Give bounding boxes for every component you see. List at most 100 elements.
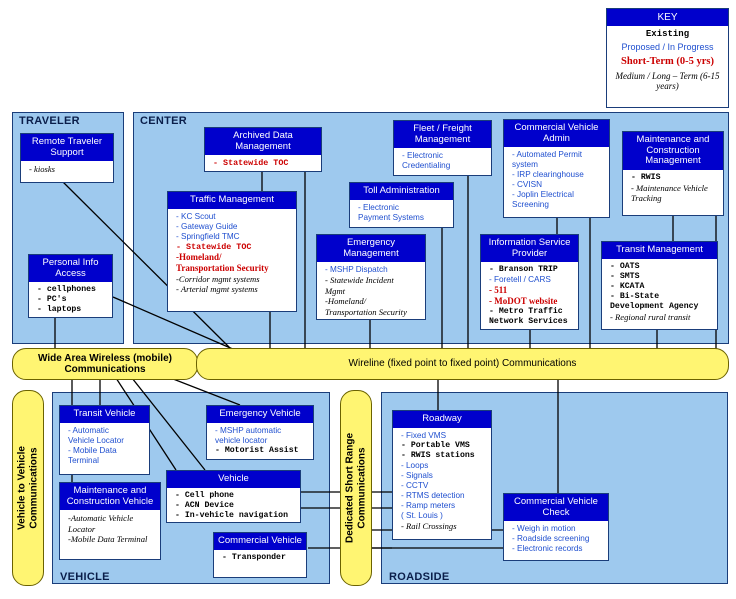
system-item: - IRP clearinghouse [512,170,584,180]
box-title: Archived Data Management [205,128,321,156]
system-item: Development Agency [610,301,699,311]
box-title: Roadway [393,411,491,428]
system-item: - laptops [37,305,82,315]
information-service-provider-box: Information Service Provider- Branson TR… [480,234,579,330]
maintenance-construction-vehicle-box: Maintenance and Construction Vehicle-Aut… [59,482,161,560]
system-item: - Signals [401,470,433,480]
system-item: - MSHP Dispatch [325,265,388,275]
wide-area-wireless-bus: Wide Area Wireless (mobile) Communicatio… [12,348,198,380]
box-title: Commercial Vehicle Check [504,494,608,522]
system-item: - Rail Crossings [401,520,457,531]
system-item: - Mobile Data [68,445,117,455]
archived-data-management-box: Archived Data Management- Statewide TOC [204,127,322,172]
transit-management-box: Transit Management- OATS- SMTS- KCATA- B… [601,241,718,330]
system-item: - Electronic records [512,544,583,554]
system-item: - CCTV [401,480,429,490]
system-item: - Electronic [358,202,399,212]
system-item: system [512,160,538,170]
key-short: Short-Term (0-5 yrs) [621,55,714,67]
box-title: Personal Info Access [29,255,112,283]
system-item: Network Services [489,317,568,327]
box-title: Transit Management [602,242,717,259]
wireless-label: Wide Area Wireless (mobile) Communicatio… [38,352,172,376]
system-item: - RWIS [631,172,661,182]
system-item: - MSHP automatic [215,425,282,435]
center-label: CENTER [140,115,188,127]
system-item: - Branson TRIP [489,265,558,275]
key-title: KEY [607,9,728,26]
system-item: - Motorist Assist [215,445,299,455]
system-item: - Gateway Guide [176,221,238,231]
key-proposed: Proposed / In Progress [621,42,714,53]
system-item: - Metro Traffic [489,307,563,317]
system-item: Credentialing [402,161,451,171]
box-title: Remote Traveler Support [21,134,113,162]
box-title: Maintenance and Construction Vehicle [60,483,160,511]
box-title: Commercial Vehicle [214,533,306,550]
box-items: - Branson TRIP- Foretell / CARS- 511- Mo… [481,262,578,329]
box-items: - Fixed VMS- Portable VMS- RWIS stations… [393,428,491,533]
box-title: Emergency Management [317,235,425,263]
system-item: - Springfield TMC [176,231,240,241]
system-item: - kiosks [29,164,56,175]
wireline-bus: Wireline (fixed point to fixed point) Co… [196,348,729,380]
box-items: - KC Scout- Gateway Guide- Springfield T… [168,209,296,297]
dsrc-label: Dedicated Short Range Communications [344,432,368,544]
box-items: - cellphones- PC's- laptops [29,282,112,317]
system-item: -Mobile Data Terminal [68,534,148,545]
system-item: - Arterial mgmt systems [176,284,258,295]
box-title: Commercial Vehicle Admin [504,120,609,148]
box-title: Transit Vehicle [60,406,149,423]
system-item: - Transponder [222,552,286,562]
system-item: Mgmt [325,285,346,296]
system-item: - KC Scout [176,211,216,221]
system-item: - Bi-State [610,291,660,301]
commercial-vehicle-admin-box: Commercial Vehicle Admin- Automated Perm… [503,119,610,218]
system-item: - Joplin Electrical [512,190,574,200]
box-title: Vehicle [167,471,300,488]
system-item: - SMTS [610,271,640,281]
wireline-label: Wireline (fixed point to fixed point) Co… [348,358,577,370]
system-item: - CVISN [512,180,543,190]
system-item: - Loops [401,460,429,470]
key-medium: Medium / Long – Term (6-15 years) [615,70,720,92]
personal-info-access-box: Personal Info Access- cellphones- PC's- … [28,254,113,318]
system-item: - Maintenance Vehicle [631,182,708,193]
system-item: - MoDOT website [489,296,558,307]
system-item: Transportation Security [325,306,407,317]
system-item: - Roadside screening [512,534,590,544]
emergency-management-box: Emergency Management- MSHP Dispatch- Sta… [316,234,426,320]
system-item: - RWIS stations [401,450,475,460]
system-item: vehicle locator [215,435,268,445]
box-title: Fleet / Freight Management [394,121,491,149]
system-item: -Homeland/ [325,296,367,307]
box-title: Maintenance and Construction Management [623,132,723,170]
maintenance-construction-management-box: Maintenance and Construction Management-… [622,131,724,216]
vehicle-box: Vehicle- Cell phone- ACN Device- In-vehi… [166,470,301,523]
dsrc-bus: Dedicated Short Range Communications [340,390,372,586]
box-title: Toll Administration [350,183,453,200]
system-item: - In-vehicle navigation [175,510,289,520]
system-item: - KCATA [610,281,645,291]
system-item: - Foretell / CARS [489,275,551,285]
system-item: - PC's [37,295,67,305]
box-items: - Statewide TOC [205,155,321,170]
traffic-management-box: Traffic Management- KC Scout- Gateway Gu… [167,191,297,312]
system-item: Locator [68,523,96,534]
system-item: - Electronic [402,151,443,161]
commercial-vehicle-check-box: Commercial Vehicle Check- Weigh in motio… [503,493,609,561]
system-item: Vehicle Locator [68,435,124,445]
system-item: -Automatic Vehicle [68,513,134,524]
system-item: - RTMS detection [401,490,465,500]
